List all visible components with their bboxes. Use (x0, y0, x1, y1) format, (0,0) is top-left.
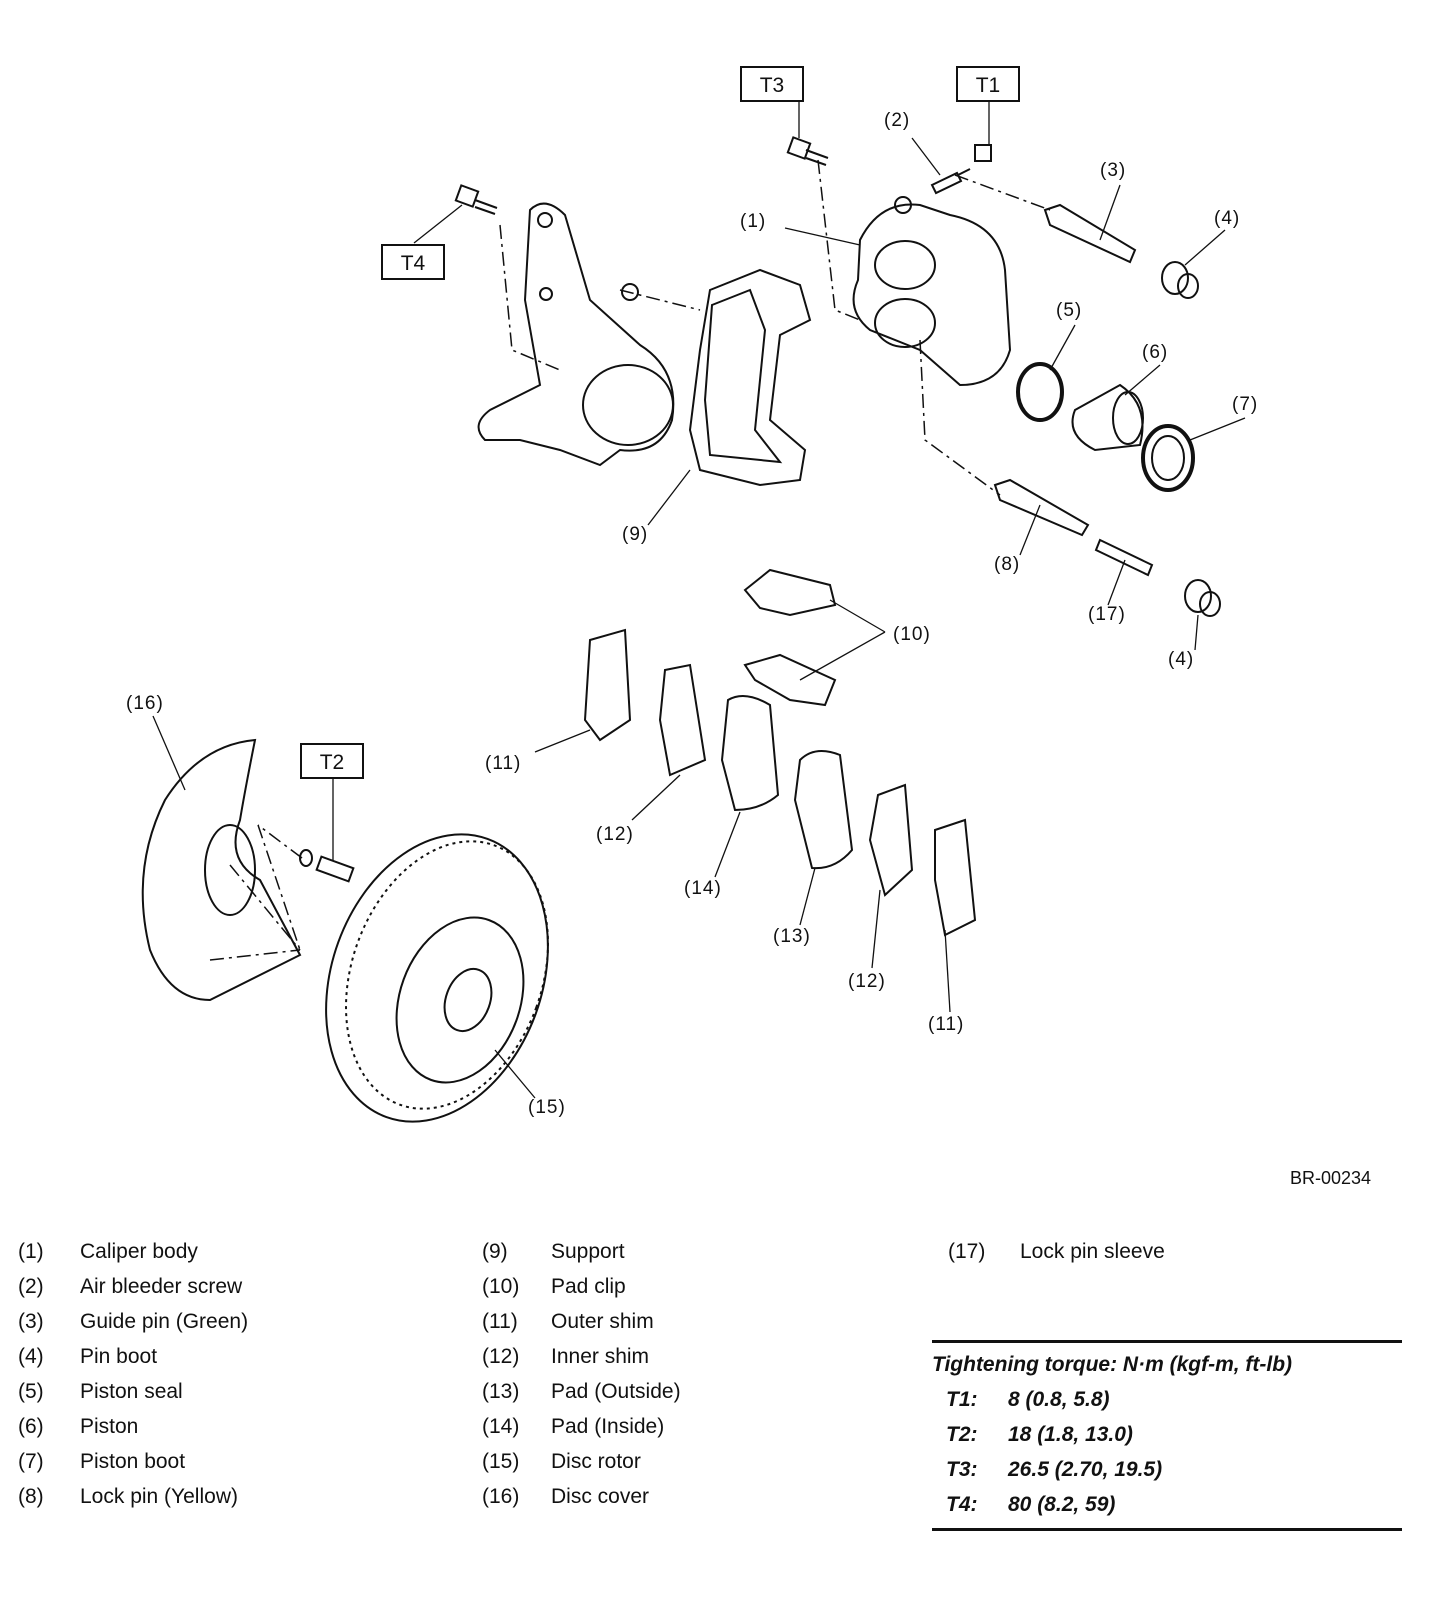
legend-part-name: Support (551, 1240, 625, 1263)
pad-clip-upper (743, 568, 837, 617)
pad-clip-lower (743, 653, 837, 707)
pin-boot-lower (1184, 579, 1221, 617)
inner-shim-left (658, 663, 707, 777)
assembly-lines (209, 159, 1051, 961)
legend-number: (12) (482, 1345, 520, 1368)
leader-lines (152, 102, 1246, 1099)
callout-17: (17) (1088, 604, 1126, 625)
callout-3: (3) (1100, 160, 1127, 181)
lock-pin-sleeve (1094, 538, 1154, 577)
legend-part-name: Pad (Outside) (551, 1380, 681, 1403)
legend-part-name: Pad (Inside) (551, 1415, 665, 1438)
callout-6: (6) (1142, 342, 1169, 363)
caliper-support (688, 268, 812, 487)
legend-part-name: Guide pin (Green) (80, 1310, 249, 1333)
guide-pin (1043, 203, 1137, 264)
air-bleeder-screw (930, 168, 971, 195)
legend-part-name: Air bleeder screw (80, 1275, 243, 1298)
bolt-t2 (299, 849, 355, 883)
torque-tag-t3: T3 (740, 66, 804, 102)
torque-tag-t4: T4 (381, 244, 445, 280)
legend-number: (13) (482, 1380, 520, 1403)
torque-row-t1: T1:8 (0.8, 5.8) (946, 1388, 1110, 1411)
callout-11-left: (11) (485, 753, 522, 774)
torque-table: Tightening torque: N·m (kgf-m, ft-lb) T1… (932, 1340, 1402, 1531)
callout-4-upper: (4) (1214, 208, 1241, 229)
legend-part-name: Piston (80, 1415, 139, 1438)
callout-14: (14) (684, 878, 722, 899)
callout-2: (2) (884, 110, 911, 131)
legend-number: (3) (18, 1310, 44, 1333)
callout-7: (7) (1232, 394, 1259, 415)
torque-row-t2: T2:18 (1.8, 13.0) (946, 1423, 1133, 1446)
disc-cover (141, 738, 302, 1002)
disc-rotor (325, 833, 549, 1123)
callout-13: (13) (773, 926, 811, 947)
legend-number: (7) (18, 1450, 44, 1473)
piston-seal (1016, 362, 1064, 422)
legend-number: (17) (948, 1240, 986, 1263)
callout-1: (1) (740, 211, 767, 232)
bolt-t1 (974, 144, 992, 162)
caliper-body (852, 203, 1012, 387)
legend-part-name: Lock pin (Yellow) (80, 1485, 238, 1508)
legend-number: (15) (482, 1450, 520, 1473)
legend-part-name: Pin boot (80, 1345, 158, 1368)
legend-number: (9) (482, 1240, 508, 1263)
legend-part-name: Lock pin sleeve (1020, 1240, 1165, 1263)
legend-part-name: Piston seal (80, 1380, 183, 1403)
torque-row-t4: T4:80 (8.2, 59) (946, 1493, 1116, 1516)
legend-number: (2) (18, 1275, 44, 1298)
torque-row-t3: T3:26.5 (2.70, 19.5) (946, 1458, 1163, 1481)
legend-part-name: Inner shim (551, 1345, 650, 1368)
legend-number: (1) (18, 1240, 44, 1263)
callout-16: (16) (126, 693, 164, 714)
legend-part-name: Disc cover (551, 1485, 650, 1508)
callout-15: (15) (528, 1097, 566, 1118)
legend-part-name: Piston boot (80, 1450, 186, 1473)
legend-part-name: Outer shim (551, 1310, 654, 1333)
callout-8: (8) (994, 554, 1021, 575)
piston (1071, 383, 1144, 452)
legend-part-name: Disc rotor (551, 1450, 641, 1473)
legend-number: (16) (482, 1485, 520, 1508)
piston-boot (1141, 424, 1195, 492)
torque-tag-t1: T1 (956, 66, 1020, 102)
pad-inside (720, 695, 780, 812)
lock-pin (993, 478, 1090, 537)
torque-title: Tightening torque: N·m (kgf-m, ft-lb) (932, 1353, 1293, 1376)
legend-number: (8) (18, 1485, 44, 1508)
legend-number: (14) (482, 1415, 520, 1438)
legend-number: (4) (18, 1345, 44, 1368)
bolt-t4 (454, 184, 498, 215)
outer-shim-right (934, 818, 977, 937)
steering-knuckle (477, 202, 675, 467)
callout-4-lower: (4) (1168, 649, 1195, 670)
legend-number: (11) (482, 1310, 518, 1333)
callout-5: (5) (1056, 300, 1083, 321)
legend-part-name: Caliper body (80, 1240, 198, 1263)
pin-boot-upper (1161, 261, 1199, 299)
legend-number: (5) (18, 1380, 44, 1403)
outer-shim-left (583, 628, 632, 742)
callout-10: (10) (893, 624, 931, 645)
bolt-t3 (786, 136, 829, 166)
legend-number: (10) (482, 1275, 520, 1298)
inner-shim-right (868, 783, 914, 897)
callout-9: (9) (622, 524, 649, 545)
callout-11-right: (11) (928, 1014, 965, 1035)
callout-12-right: (12) (848, 971, 886, 992)
diagram-code: BR-00234 (1290, 1168, 1372, 1188)
callout-12-left: (12) (596, 824, 634, 845)
legend-part-name: Pad clip (551, 1275, 626, 1298)
pad-outside (793, 750, 854, 870)
legend-number: (6) (18, 1415, 44, 1438)
torque-tag-t2: T2 (300, 743, 364, 779)
